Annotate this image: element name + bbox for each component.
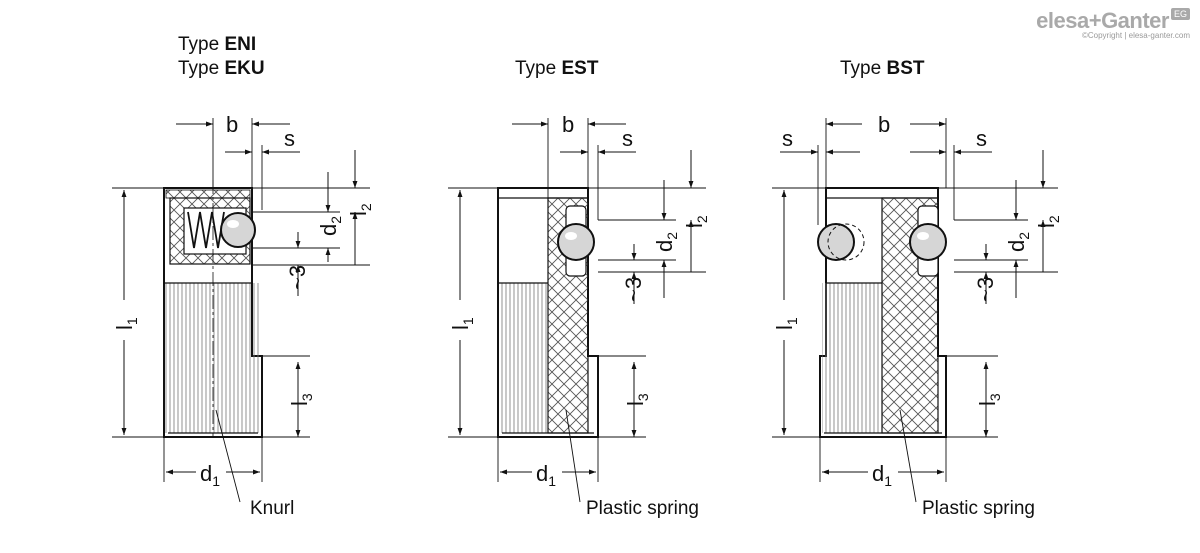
dim-d2: d2 [316,216,344,236]
dim-l3: l3 [287,393,315,406]
type-label-bst: Type BST [840,58,925,79]
type-label-est: Type EST [515,58,599,79]
dim-l2: l2 [1034,215,1062,228]
ball-opposite [817,223,855,261]
view-est: Type EST b s d2 l2 ~3 l3 [444,58,710,519]
dim-l2: l2 [346,203,374,216]
dim-s-left: s [782,126,793,151]
ball [557,223,595,261]
dim-l3: l3 [975,393,1003,406]
dim-d2: d2 [1004,232,1032,252]
knurl-area [500,283,548,433]
dim-s: s [622,126,633,151]
ball [220,212,256,248]
dim-d2: d2 [652,232,680,252]
dim-l1: l1 [448,317,476,330]
dim-s: s [976,126,987,151]
brand-name: elesa+Ganter [1036,8,1169,33]
dim-s: s [284,126,295,151]
knurl-area [822,283,882,433]
ball [909,223,947,261]
dim-d1: d1 [200,461,220,489]
dim-l3: l3 [623,393,651,406]
dim-d1: d1 [872,461,892,489]
dim-approx3: ~3 [285,265,310,290]
type-label-eni: Type ENI [178,34,256,55]
note-plastic-spring: Plastic spring [922,498,1035,519]
brand-copyright: ©Copyright | elesa-ganter.com [1081,31,1190,40]
dim-approx3: ~3 [621,277,646,302]
view-eni-eku: Type ENI Type EKU b s d2 [108,34,374,519]
compression-spring [187,211,225,249]
type-label-eku: Type EKU [178,58,265,79]
dim-b: b [226,112,238,137]
note-knurl: Knurl [250,498,294,519]
dim-approx3: ~3 [973,277,998,302]
note-plastic-spring: Plastic spring [586,498,699,519]
dim-l1: l1 [772,317,800,330]
brand-badge: EG [1170,8,1190,20]
dim-l2: l2 [682,215,710,228]
dim-b: b [878,112,890,137]
view-bst: Type BST b s s d2 l2 [768,58,1062,519]
dim-l1: l1 [112,317,140,330]
dim-b: b [562,112,574,137]
dim-d1: d1 [536,461,556,489]
